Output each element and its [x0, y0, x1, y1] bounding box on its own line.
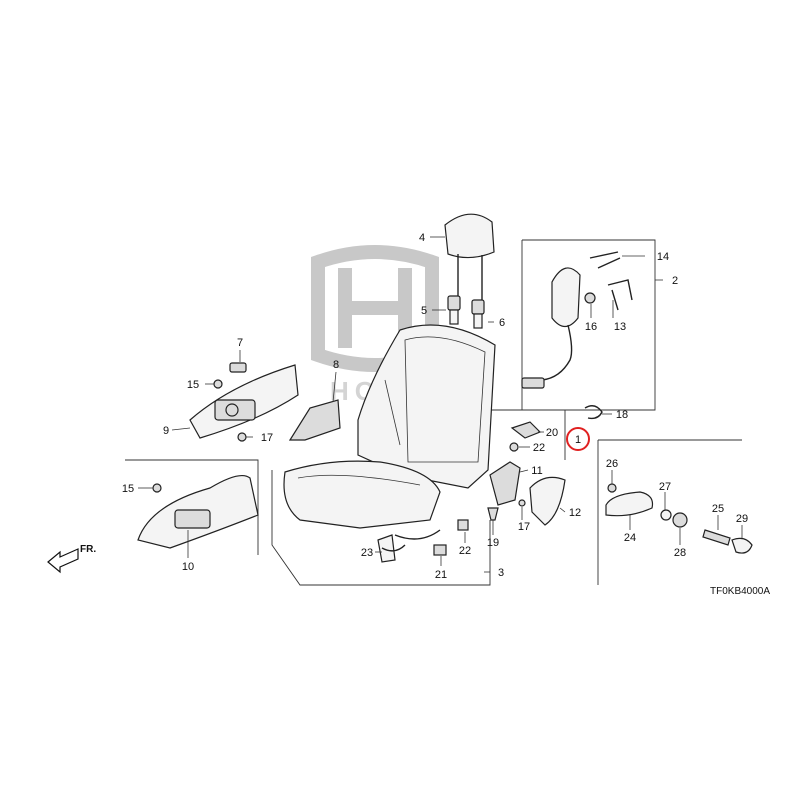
callout-22a[interactable]: 22 — [533, 442, 545, 454]
highlight-circle — [566, 427, 590, 451]
callout-19[interactable]: 19 — [487, 537, 499, 549]
callout-21[interactable]: 21 — [435, 569, 447, 581]
bushing-28 — [672, 512, 688, 528]
small-cover — [229, 362, 247, 373]
callout-17b[interactable]: 17 — [518, 521, 530, 533]
callout-4[interactable]: 4 — [419, 232, 425, 244]
recliner-cover — [288, 399, 341, 441]
callout-9[interactable]: 9 — [163, 425, 169, 437]
callout-25[interactable]: 25 — [712, 503, 724, 515]
side-cover — [529, 476, 566, 526]
callout-6[interactable]: 6 — [499, 317, 505, 329]
seat-back — [357, 324, 496, 489]
callout-8[interactable]: 8 — [333, 359, 339, 371]
callout-23[interactable]: 23 — [361, 547, 373, 559]
callout-29[interactable]: 29 — [736, 513, 748, 525]
headrest — [444, 213, 495, 300]
callout-5[interactable]: 5 — [421, 305, 427, 317]
bolt-15b — [152, 483, 162, 493]
callout-1[interactable]: 1 — [575, 434, 581, 446]
callout-26[interactable]: 26 — [606, 458, 618, 470]
side-airbag-module — [521, 251, 633, 389]
diagram-code: TF0KB4000A — [710, 586, 770, 597]
seat-bracket — [489, 461, 521, 506]
clip-22a — [509, 442, 519, 452]
bolt-17a — [237, 432, 247, 442]
callout-22b[interactable]: 22 — [459, 545, 471, 557]
callout-20[interactable]: 20 — [546, 427, 558, 439]
cap-29 — [731, 537, 753, 554]
clip-18 — [584, 405, 603, 420]
lever-knob — [605, 491, 654, 517]
callout-labels: 1 2 3 4 5 6 7 8 9 10 11 12 13 14 15 15 1… — [122, 232, 748, 581]
callout-3[interactable]: 3 — [498, 567, 504, 579]
callout-11[interactable]: 11 — [531, 465, 542, 477]
callout-12[interactable]: 12 — [569, 507, 581, 519]
callout-7[interactable]: 7 — [237, 337, 243, 349]
front-direction-arrow: FR. — [47, 544, 96, 574]
callout-18[interactable]: 18 — [616, 409, 628, 421]
clip-20 — [510, 421, 542, 439]
bolt-17b — [518, 499, 526, 507]
callout-13[interactable]: 13 — [614, 321, 626, 333]
callout-15a[interactable]: 15 — [187, 379, 199, 391]
leader-lines — [138, 236, 743, 573]
clip-26 — [607, 483, 617, 493]
clip-23 — [381, 544, 406, 552]
callout-14[interactable]: 14 — [657, 251, 669, 263]
callout-15b[interactable]: 15 — [122, 483, 134, 495]
callout-17a[interactable]: 17 — [261, 432, 273, 444]
headrest-guide-left — [447, 295, 461, 325]
callout-16[interactable]: 16 — [585, 321, 597, 333]
bolt-25 — [702, 529, 731, 546]
seat-cushion — [283, 460, 469, 563]
bolt-15a — [213, 379, 223, 389]
inner-seat-trim — [137, 475, 259, 549]
callout-24[interactable]: 24 — [624, 532, 636, 544]
washer-27 — [660, 509, 672, 521]
callout-27[interactable]: 27 — [659, 481, 671, 493]
group-brackets — [125, 239, 742, 586]
callout-10[interactable]: 10 — [182, 561, 194, 573]
bolt-19 — [487, 507, 499, 521]
callout-2[interactable]: 2 — [672, 275, 678, 287]
outer-seat-trim — [189, 364, 299, 439]
direction-label: FR. — [80, 544, 96, 555]
callout-28[interactable]: 28 — [674, 547, 686, 559]
headrest-guide-right — [471, 299, 485, 329]
